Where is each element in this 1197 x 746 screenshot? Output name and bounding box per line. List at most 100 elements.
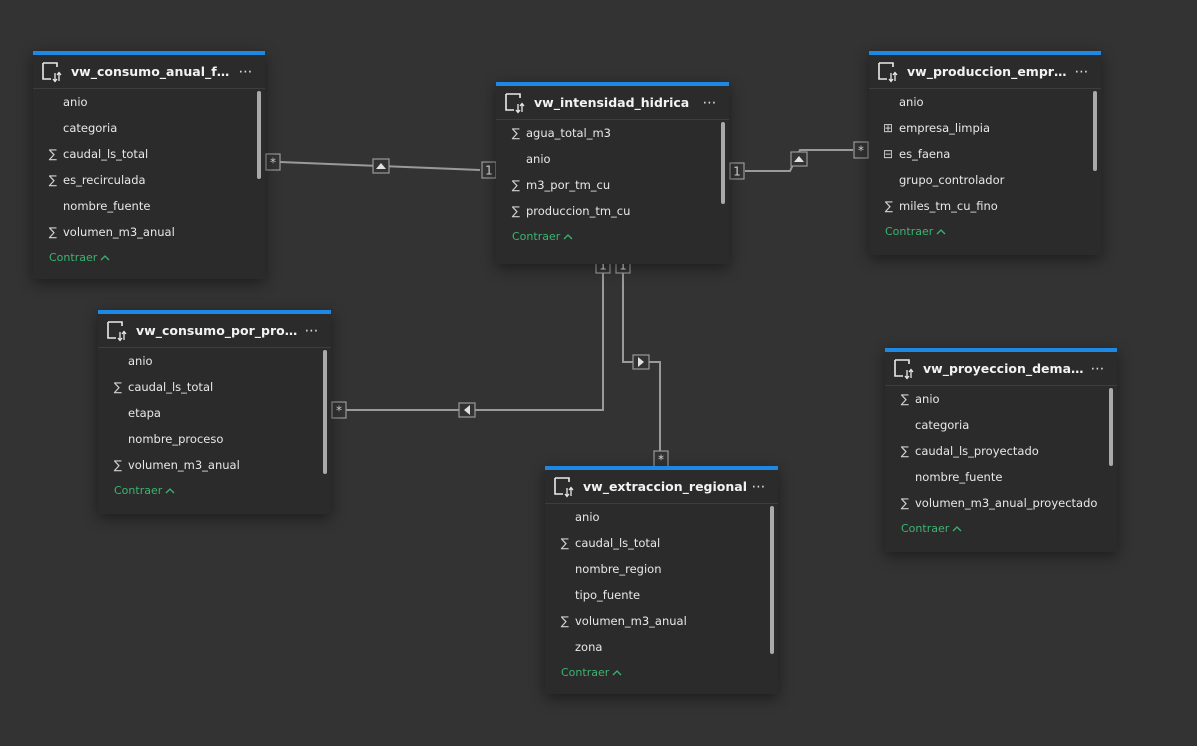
collapse-link[interactable]: Contraer <box>869 219 1101 243</box>
card-header[interactable]: vw_produccion_empres...⋯ <box>869 55 1101 89</box>
field-row[interactable]: ∑caudal_ls_total <box>545 530 778 556</box>
field-row[interactable]: anio <box>869 89 1101 115</box>
field-row[interactable]: nombre_fuente <box>885 464 1117 490</box>
collapse-link[interactable]: Contraer <box>885 516 1117 540</box>
scrollbar[interactable] <box>323 350 327 474</box>
field-row[interactable]: ∑produccion_tm_cu <box>496 198 729 224</box>
scrollbar[interactable] <box>257 91 261 179</box>
field-row[interactable]: anio <box>98 348 331 374</box>
field-row[interactable]: ∑volumen_m3_anual_proyectado <box>885 490 1117 516</box>
collapse-label: Contraer <box>885 224 934 238</box>
card-header[interactable]: vw_consumo_anual_fue...⋯ <box>33 55 265 89</box>
chevron-up-icon <box>612 669 622 675</box>
field-row[interactable]: categoria <box>33 115 265 141</box>
more-options-icon[interactable]: ⋯ <box>702 94 718 111</box>
field-name: nombre_proceso <box>128 432 224 446</box>
field-row[interactable]: etapa <box>98 400 331 426</box>
table-card-vw-consumo-por-proceso[interactable]: vw_consumo_por_proce...⋯anio∑caudal_ls_t… <box>98 310 331 514</box>
table-icon <box>505 92 525 114</box>
field-name: tipo_fuente <box>575 588 641 602</box>
field-name: miles_tm_cu_fino <box>899 199 998 213</box>
field-name: es_faena <box>899 147 951 161</box>
field-row[interactable]: categoria <box>885 412 1117 438</box>
more-options-icon[interactable]: ⋯ <box>238 63 254 80</box>
scrollbar[interactable] <box>770 506 774 654</box>
collapse-link[interactable]: Contraer <box>545 660 778 684</box>
table-title: vw_intensidad_hidrica <box>534 95 690 110</box>
field-name: nombre_fuente <box>915 470 1003 484</box>
chevron-up-icon <box>100 254 110 260</box>
field-name: m3_por_tm_cu <box>526 178 611 192</box>
more-options-icon[interactable]: ⋯ <box>1090 360 1106 377</box>
svg-text:*: * <box>270 156 276 170</box>
field-row[interactable]: nombre_region <box>545 556 778 582</box>
more-options-icon[interactable]: ⋯ <box>1074 63 1090 80</box>
field-row[interactable]: anio <box>33 89 265 115</box>
field-row[interactable]: tipo_fuente <box>545 582 778 608</box>
cardinality-many-badge: * <box>853 141 869 159</box>
field-name: produccion_tm_cu <box>526 204 631 218</box>
field-row[interactable]: ∑volumen_m3_anual <box>33 219 265 245</box>
card-header[interactable]: vw_extraccion_regional ⋯ <box>545 470 778 504</box>
field-row[interactable]: ∑volumen_m3_anual <box>98 452 331 478</box>
sum-icon: ∑ <box>48 173 57 187</box>
collapse-label: Contraer <box>49 250 98 264</box>
field-row[interactable]: ∑caudal_ls_proyectado <box>885 438 1117 464</box>
field-row[interactable]: nombre_fuente <box>33 193 265 219</box>
field-row[interactable]: ∑caudal_ls_total <box>98 374 331 400</box>
field-row[interactable]: ∑ es_recirculada <box>33 167 265 193</box>
field-name: volumen_m3_anual <box>128 458 240 472</box>
field-row[interactable]: ∑caudal_ls_total <box>33 141 265 167</box>
collapse-label: Contraer <box>901 521 950 535</box>
collapse-link[interactable]: Contraer <box>98 478 331 502</box>
sum-icon: ∑ <box>511 126 520 140</box>
field-row[interactable]: grupo_controlador <box>869 167 1101 193</box>
table-icon <box>894 358 914 380</box>
field-name: anio <box>899 95 924 109</box>
svg-text:1: 1 <box>619 259 627 273</box>
field-row[interactable]: ∑miles_tm_cu_fino <box>869 193 1101 219</box>
field-name: es_recirculada <box>63 173 146 187</box>
field-row[interactable]: ∑volumen_m3_anual <box>545 608 778 634</box>
field-row[interactable]: anio <box>496 146 729 172</box>
table-title: vw_consumo_anual_fue... <box>71 64 235 79</box>
table-title: vw_extraccion_regional <box>583 479 747 494</box>
card-header[interactable]: vw_intensidad_hidrica ⋯ <box>496 86 729 120</box>
field-name: volumen_m3_anual <box>63 225 175 239</box>
svg-text:*: * <box>858 144 864 158</box>
table-card-vw-extraccion-regional[interactable]: vw_extraccion_regional ⋯ anio∑caudal_ls_to… <box>545 466 778 694</box>
field-row[interactable]: ∑ m3_por_tm_cu <box>496 172 729 198</box>
table-card-vw-produccion-empresa[interactable]: vw_produccion_empres...⋯anio ⊞empresa_lim… <box>869 51 1101 255</box>
field-row[interactable]: ∑anio <box>885 386 1117 412</box>
field-row[interactable]: nombre_proceso <box>98 426 331 452</box>
more-options-icon[interactable]: ⋯ <box>304 322 320 339</box>
field-name: agua_total_m3 <box>526 126 611 140</box>
field-name: empresa_limpia <box>899 121 991 135</box>
table-title: vw_consumo_por_proce... <box>136 323 301 338</box>
scrollbar[interactable] <box>1093 91 1097 171</box>
sum-icon: ∑ <box>511 178 520 192</box>
card-header[interactable]: vw_consumo_por_proce...⋯ <box>98 314 331 348</box>
cross-filter-arrow-icon <box>790 151 808 167</box>
field-row[interactable]: anio <box>545 504 778 530</box>
field-row[interactable]: ⊞empresa_limpia <box>869 115 1101 141</box>
field-row[interactable]: ∑ agua_total_m3 <box>496 120 729 146</box>
card-header[interactable]: vw_proyeccion_demanda⋯ <box>885 352 1117 386</box>
relationship-line[interactable] <box>346 272 604 411</box>
field-row[interactable]: zona <box>545 634 778 660</box>
collapse-link[interactable]: Contraer <box>33 245 265 269</box>
field-row[interactable]: ⊟es_faena <box>869 141 1101 167</box>
scrollbar[interactable] <box>1109 388 1113 466</box>
more-options-icon[interactable]: ⋯ <box>751 478 767 495</box>
field-name: anio <box>915 392 940 406</box>
collapse-label: Contraer <box>561 665 610 679</box>
field-name: caudal_ls_total <box>575 536 661 550</box>
collapse-link[interactable]: Contraer <box>496 224 729 248</box>
scrollbar[interactable] <box>721 122 725 204</box>
